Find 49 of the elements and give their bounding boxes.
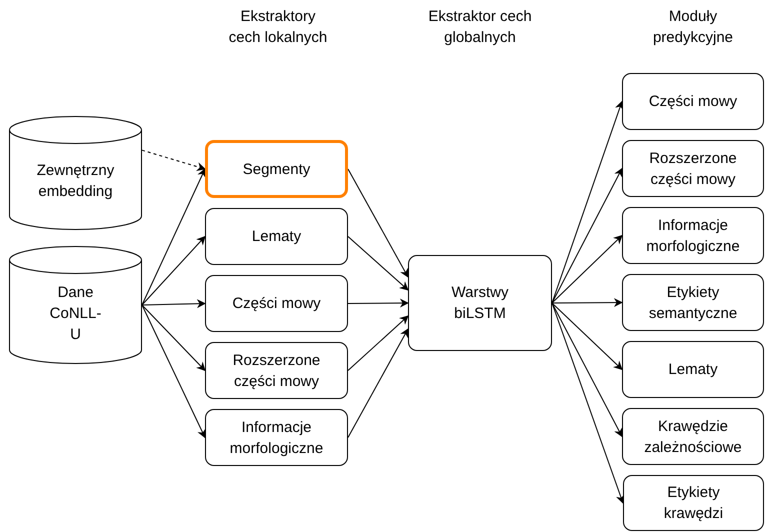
node-label: Części mowy: [231, 294, 322, 314]
arrow: [552, 168, 622, 304]
node-label: Informacje morfologiczne: [645, 216, 741, 256]
arrow: [348, 236, 409, 291]
node-label: Rozszerzone części mowy: [648, 148, 738, 190]
arrow: [552, 302, 625, 504]
node-label: Zewnętrzny embedding: [36, 161, 116, 202]
node-label: Warstwy biLSTM: [450, 283, 510, 324]
process-box: [205, 409, 348, 466]
process-box: [623, 475, 764, 531]
node-label: Krawędzie zależnościowe: [643, 416, 743, 458]
arrow: [142, 304, 206, 372]
process-box: [622, 73, 764, 130]
column-heading: Ekstraktory cech lokalnych: [228, 7, 328, 48]
column-heading: Ekstraktor cech globalnych: [427, 7, 533, 48]
process-box: [622, 207, 764, 264]
arrow: [142, 168, 206, 306]
node-label: Informacje morfologiczne: [228, 418, 324, 458]
process-box: [408, 255, 552, 351]
node-label: Części mowy: [648, 92, 738, 112]
process-box: [622, 408, 764, 465]
node-label: Rozszerzone części mowy: [232, 350, 322, 392]
arrow: [142, 236, 206, 306]
node-label: Dane CoNLL-U: [48, 282, 102, 344]
process-box: [622, 140, 764, 197]
arrow: [552, 302, 622, 438]
arrow: [142, 299, 206, 308]
arrow: [348, 298, 409, 308]
arrow: [552, 100, 624, 304]
process-box: [205, 275, 348, 332]
arrow: [142, 304, 206, 438]
process-box: [205, 342, 348, 399]
node-label: Etykiety krawędzi: [662, 483, 724, 524]
arrow: [348, 315, 409, 371]
arrow: [142, 150, 206, 171]
node-label: Lematy: [667, 360, 719, 380]
node-label: Etykiety semantyczne: [648, 282, 738, 324]
process-box: [205, 140, 348, 198]
column-heading: Moduły predykcyjne: [652, 7, 734, 48]
process-box: [205, 208, 348, 265]
arrow: [552, 298, 623, 308]
process-box: [622, 274, 764, 331]
arrow: [348, 168, 408, 278]
arrow: [552, 302, 623, 370]
arrow: [552, 234, 623, 304]
process-box: [622, 341, 764, 398]
node-label: Segmenty: [242, 160, 312, 180]
node-label: Lematy: [250, 227, 302, 247]
arrow: [348, 328, 408, 438]
